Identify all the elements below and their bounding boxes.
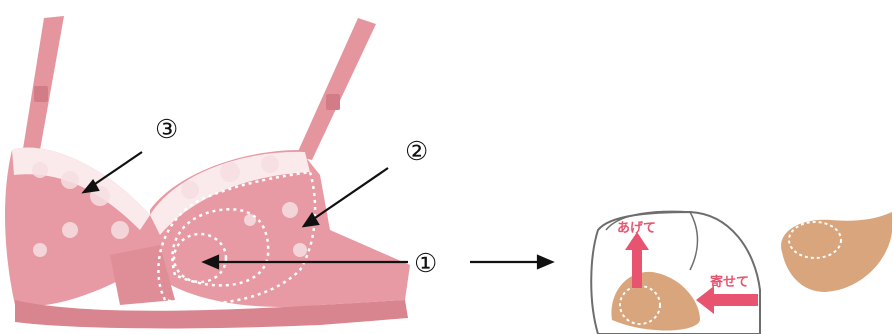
gather-label: 寄せて [710,274,749,290]
arrow-3-line [92,152,142,186]
right-strap-adjuster [326,94,340,110]
standalone-pad [781,212,892,292]
marker-3: ③ [155,115,178,145]
marker-2: ② [405,137,428,167]
bra-photo [5,16,410,328]
marker-1: ① [414,249,437,279]
lift-label: あげて [617,220,656,236]
right-strap [296,18,376,160]
left-strap [22,16,64,155]
left-strap-adjuster [34,86,48,102]
pad-fit-diagram: あげて 寄せて [591,211,892,334]
arrow-to-diagram-head [538,256,552,268]
